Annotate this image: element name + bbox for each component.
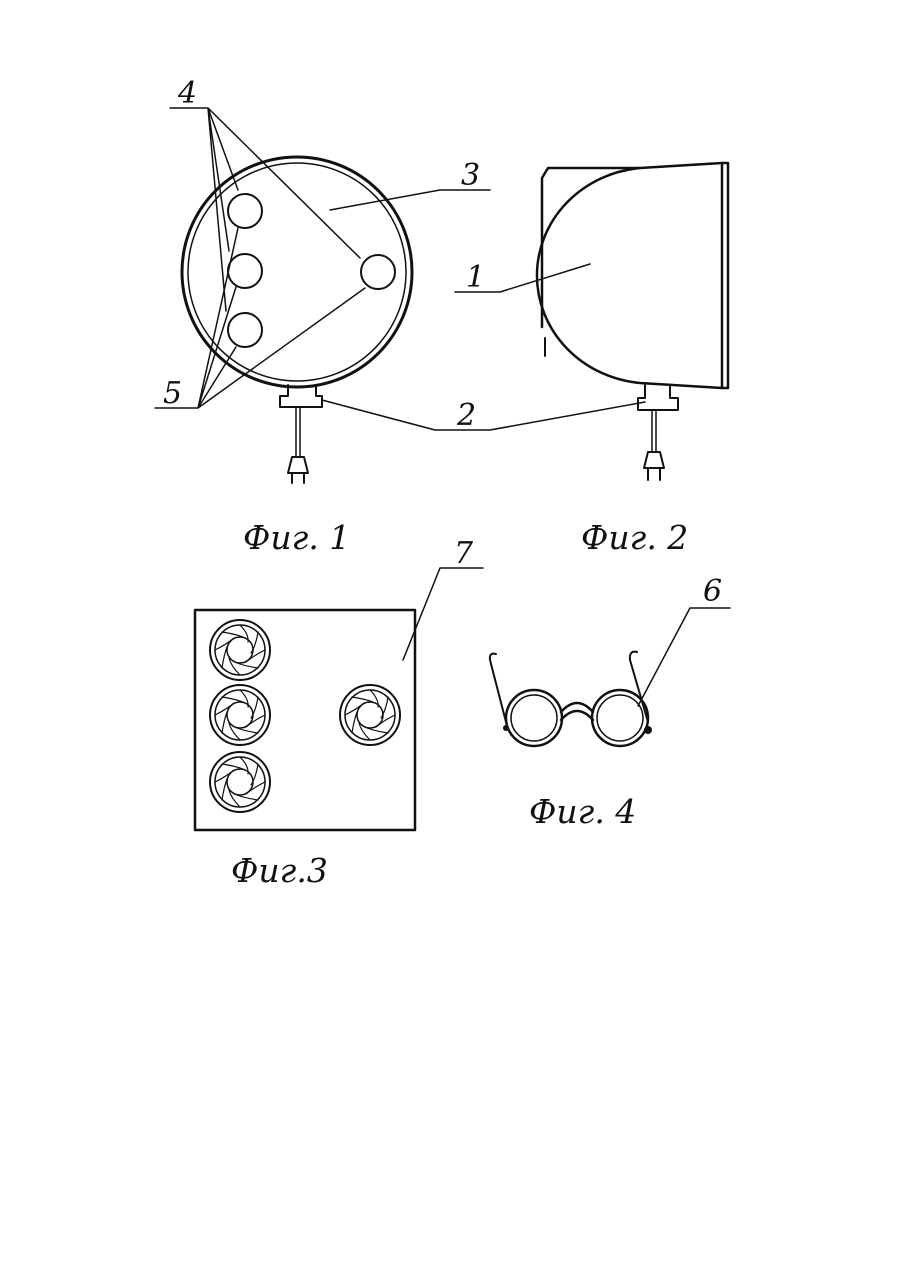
hinge-right: [644, 726, 652, 734]
label-1: 1: [466, 260, 485, 295]
caption-figure-3: Фиг.3: [231, 851, 328, 890]
glasses-bridge: [561, 703, 593, 720]
iris-aperture-bottom: [210, 752, 270, 812]
power-plug-side-icon: [644, 452, 664, 480]
power-cord-side: [652, 410, 656, 452]
power-plug-icon: [288, 457, 308, 483]
lens-right-outer: [592, 690, 648, 746]
lens-left-outer: [506, 690, 562, 746]
caption-figure-4: Фиг. 4: [529, 792, 636, 831]
leader-6: [638, 608, 730, 706]
figure-2: 1 Фиг. 2: [455, 163, 728, 557]
caption-figure-1: Фиг. 1: [243, 518, 350, 557]
lens-right-inner: [597, 695, 643, 741]
label-7: 7: [454, 536, 474, 571]
label-4: 4: [177, 76, 197, 111]
iris-aperture-top: [210, 620, 270, 680]
iris-aperture-right: [340, 685, 400, 745]
label-6: 6: [703, 574, 722, 609]
lamp-housing-side: [537, 163, 722, 388]
hinge-left: [503, 725, 509, 731]
caption-figure-2: Фиг. 2: [581, 518, 688, 557]
light-source-right: [361, 255, 395, 289]
light-source-middle: [228, 254, 262, 288]
figure-3: 7 Фиг.3: [195, 536, 483, 890]
power-cord: [296, 407, 300, 457]
temple-left: [490, 654, 506, 722]
leader-2: [322, 400, 645, 430]
label-3: 3: [461, 158, 480, 193]
leader-3: [330, 190, 490, 210]
label-2: 2: [456, 398, 476, 433]
light-source-top: [228, 194, 262, 228]
label-5: 5: [163, 376, 182, 411]
socket-base-side: [638, 385, 678, 410]
lens-left-inner: [511, 695, 557, 741]
figure-4: 6 Фиг. 4: [490, 574, 730, 831]
mounting-bracket: [542, 168, 640, 327]
light-source-bottom: [228, 313, 262, 347]
iris-aperture-middle: [210, 685, 270, 745]
figure-1: 4 3 5 2 Фиг. 1: [155, 76, 645, 557]
temple-right: [630, 652, 648, 722]
lamp-housing-outer: [182, 157, 412, 387]
